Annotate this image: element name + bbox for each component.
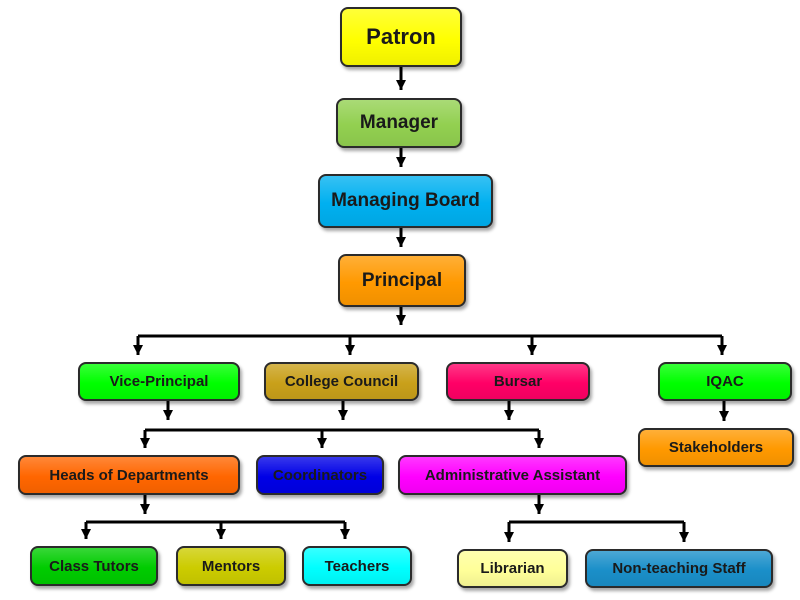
- node-label-coordinators: Coordinators: [272, 466, 368, 484]
- node-heads-of-departments: Heads of Departments: [18, 455, 240, 495]
- node-iqac: IQAC: [658, 362, 792, 401]
- node-stakeholders: Stakeholders: [638, 428, 794, 467]
- node-label-teachers: Teachers: [324, 557, 390, 575]
- node-managing-board: Managing Board: [318, 174, 493, 228]
- node-label-patron: Patron: [366, 24, 436, 49]
- node-label-non-teaching-staff: Non-teaching Staff: [612, 560, 746, 577]
- node-label-mentors: Mentors: [201, 557, 261, 575]
- node-label-heads-of-departments: Heads of Departments: [49, 466, 209, 484]
- node-bursar: Bursar: [446, 362, 590, 401]
- node-label-stakeholders: Stakeholders: [668, 439, 764, 456]
- node-vice-principal: Vice-Principal: [78, 362, 240, 401]
- node-class-tutors: Class Tutors: [30, 546, 158, 586]
- node-non-teaching-staff: Non-teaching Staff: [585, 549, 773, 588]
- node-label-bursar: Bursar: [493, 373, 543, 390]
- node-label-manager: Manager: [359, 112, 439, 133]
- node-coordinators: Coordinators: [256, 455, 384, 495]
- node-manager: Manager: [336, 98, 462, 148]
- node-principal: Principal: [338, 254, 466, 307]
- node-patron: Patron: [340, 7, 462, 67]
- node-label-managing-board: Managing Board: [331, 190, 480, 211]
- node-label-librarian: Librarian: [480, 560, 545, 577]
- node-administrative-assistant: Administrative Assistant: [398, 455, 627, 495]
- node-label-iqac: IQAC: [706, 373, 744, 390]
- node-label-college-council: College Council: [284, 373, 399, 390]
- node-teachers: Teachers: [302, 546, 412, 586]
- node-college-council: College Council: [264, 362, 419, 401]
- node-label-class-tutors: Class Tutors: [49, 557, 139, 575]
- node-mentors: Mentors: [176, 546, 286, 586]
- node-label-principal: Principal: [361, 269, 443, 291]
- node-label-vice-principal: Vice-Principal: [109, 373, 209, 390]
- node-label-administrative-assistant: Administrative Assistant: [424, 466, 601, 484]
- node-librarian: Librarian: [457, 549, 568, 588]
